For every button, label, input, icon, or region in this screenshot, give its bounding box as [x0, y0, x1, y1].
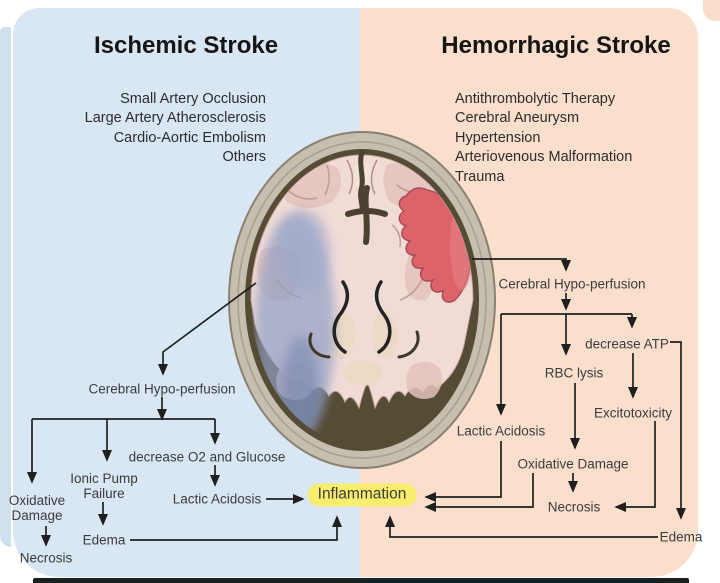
node-ionic-pump-failure: Ionic Pump Failure [70, 470, 138, 501]
hemorrhagic-title: Hemorrhagic Stroke [441, 32, 671, 59]
cause-item: Arteriovenous Malformation [455, 149, 633, 166]
cause-item: Hypertension [455, 129, 541, 146]
occipital-sulci [308, 330, 420, 359]
outer-left-edge-shape [0, 27, 11, 547]
node-right-cerebral-hypoperfusion: Cerebral Hypo-perfusion [498, 276, 646, 292]
node-right-necrosis: Necrosis [547, 499, 601, 515]
node-left-oxidative-damage: Oxidative Damage [8, 492, 66, 523]
ischemic-causes-list: Small Artery Occlusion Large Artery Athe… [40, 90, 266, 168]
node-inflammation-highlight: Inflammation [307, 483, 417, 507]
node-left-edema: Edema [82, 532, 126, 548]
cause-item: Large Artery Atherosclerosis [84, 110, 266, 127]
cingulate-sulcus-cross [345, 185, 388, 245]
node-rbc-lysis: RBC lysis [544, 365, 604, 381]
node-left-cerebral-hypoperfusion: Cerebral Hypo-perfusion [88, 381, 236, 397]
node-excitotoxicity: Excitotoxicity [593, 405, 673, 421]
node-left-lactic-acidosis: Lactic Acidosis [172, 491, 262, 507]
ischemia-region [255, 210, 335, 443]
cause-item: Trauma [455, 168, 505, 185]
cause-item: Others [222, 149, 266, 166]
node-decrease-o2-glucose: decrease O2 and Glucose [128, 449, 286, 465]
outer-top-right-corner-shape [703, 0, 720, 21]
node-right-edema: Edema [659, 529, 703, 545]
node-decrease-atp: decrease ATP [585, 336, 669, 352]
interhemispheric-fissure [346, 149, 378, 213]
node-right-lactic-acidosis: Lactic Acidosis [456, 423, 546, 439]
node-right-oxidative-damage: Oxidative Damage [517, 456, 629, 472]
node-left-necrosis: Necrosis [19, 550, 73, 566]
ischemic-title: Ischemic Stroke [93, 32, 279, 59]
bottom-caption-bar [33, 578, 689, 583]
cause-item: Cardio-Aortic Embolism [113, 129, 266, 146]
cause-item: Antithrombolytic Therapy [455, 91, 616, 107]
brain-axial-section-illustration [228, 131, 496, 469]
hemorrhagic-causes-list: Antithrombolytic Therapy Cerebral Aneury… [455, 90, 675, 187]
lateral-ventricles [332, 280, 392, 354]
cause-item: Cerebral Aneurysm [455, 110, 580, 127]
cause-item: Small Artery Occlusion [120, 91, 266, 107]
